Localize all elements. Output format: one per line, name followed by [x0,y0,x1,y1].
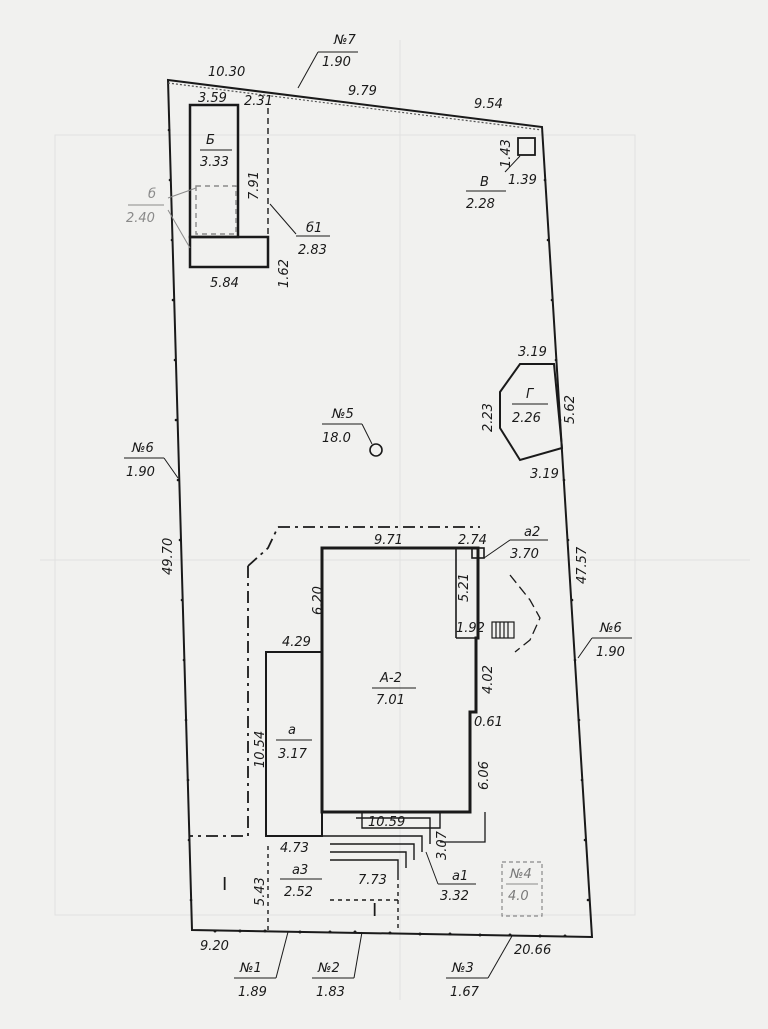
building-a2-porch [471,547,485,559]
a3-value: 2.52 [284,885,313,900]
well-marker [369,443,383,457]
no4-value: 4.0 [508,889,529,904]
a1-letter: а1 [452,869,468,884]
b-cyr-dim-top-a: 3.59 [198,91,227,106]
background-traces [40,40,750,1000]
a2-porch-letter: а2 [524,525,540,540]
a2-steps [491,621,515,639]
object-no4 [501,861,543,917]
v-dim-b: 1.39 [508,173,537,188]
no1-label: №1 [239,961,262,976]
a2-letter: А-2 [379,671,402,686]
a3-dim-b: 7.73 [358,873,387,888]
building-b-cyr [188,103,240,239]
no3-label: №3 [451,961,474,976]
a2-dim-r3: 0.61 [474,715,503,730]
a2-porch-value: 3.70 [510,547,539,562]
section-mark-left: I [222,874,227,895]
no2-value: 1.83 [316,985,345,1000]
b-small-letter: б [148,187,156,202]
no6-right-label: №6 [599,621,622,636]
no4-label: №4 [509,867,532,882]
a-value: 3.17 [278,747,308,762]
a2-dim-r1: 5.21 [457,573,472,602]
section-mark-right: I [372,900,377,921]
no3-value: 1.67 [450,985,480,1000]
a2-value: 7.01 [376,693,405,708]
a1-dim-b: 3.07 [435,830,450,860]
b-cyr-value: 3.33 [200,155,229,170]
a2-dim-left: 6.20 [311,586,326,615]
a2-dim-r2: 4.02 [481,665,496,694]
g-dim-left: 2.23 [481,403,496,432]
a2-dim-step: 1.92 [456,621,485,636]
building-a [265,651,323,837]
g-dim-right: 5.62 [563,395,578,424]
plot-boundary [166,78,594,939]
building-a1 [330,812,441,876]
a3-dim-side: 5.43 [253,877,268,906]
a-dim-left: 10.54 [253,731,268,768]
b-cyr-dim-bottom: 5.84 [210,276,239,291]
a2-dim-r4: 6.06 [477,761,492,790]
dim-top-right: 9.54 [474,97,503,112]
a1-dim-a: 10.59 [368,815,405,830]
no7-value: 1.90 [322,55,351,70]
a2-porch-dim: 2.74 [458,533,487,548]
building-b-small [195,185,237,235]
dim-top-mid: 9.79 [348,84,377,99]
a2-dim-top: 9.71 [374,533,403,548]
building-v [517,137,536,156]
building-g [499,363,564,462]
b-small-value: 2.40 [126,211,155,226]
building-a2 [320,546,480,814]
v-letter: В [480,175,489,190]
dim-right: 47.57 [575,546,590,584]
v-value: 2.28 [466,197,495,212]
b-cyr-letter: Б [206,133,215,148]
building-a3 [266,835,399,930]
a1-value: 3.32 [440,889,469,904]
boundary-top-hatch [167,82,543,131]
no7-label: №7 [333,33,357,48]
b-cyr-dim-side: 7.91 [247,171,262,200]
b1-value: 2.83 [298,243,327,258]
dim-top-left: 10.30 [208,65,245,80]
v-dim-a: 1.43 [499,139,514,168]
b-cyr-dim-top-b: 2.31 [244,94,273,109]
no6-left-value: 1.90 [126,465,155,480]
no5-label: №5 [331,407,354,422]
a3-dim-a: 4.73 [280,841,309,856]
no6-right-value: 1.90 [596,645,625,660]
no5-value: 18.0 [322,431,351,446]
dim-bottom-right: 20.66 [514,943,551,958]
a-letter: а [288,723,296,738]
b1-dim: 1.62 [277,259,292,288]
a-dim-top: 4.29 [282,635,311,650]
g-dim-top: 3.19 [518,345,547,360]
g-letter: Г [526,387,535,402]
g-value: 2.26 [512,411,541,426]
boundary-ticks [167,128,590,938]
no1-value: 1.89 [238,985,267,1000]
dim-bottom-left: 9.20 [200,939,229,954]
dim-left: 49.70 [161,538,176,575]
g-dim-bottom: 3.19 [530,467,559,482]
no2-label: №2 [317,961,340,976]
b1-letter: б1 [306,221,322,236]
house-zone-outline [190,526,480,837]
no6-left-label: №6 [131,441,154,456]
building-b-cyr-annex [188,235,270,269]
a3-letter: а3 [292,863,308,878]
